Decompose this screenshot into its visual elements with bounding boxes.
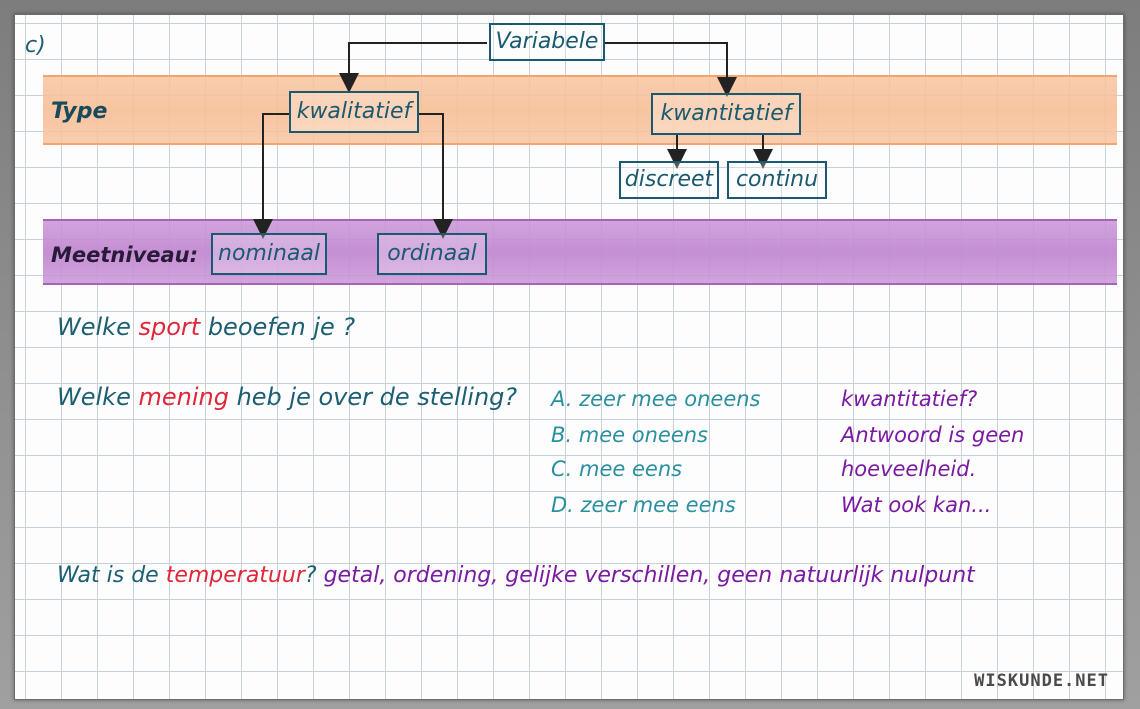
option-b: B. mee oneens (551, 423, 708, 447)
arrow-kwalitatief-ordinaal (419, 113, 453, 239)
note-line-4: Wat ook kan... (841, 493, 992, 517)
grid-paper: c) Variabele Type kwalitatief kwantitati… (14, 14, 1124, 700)
option-a: A. zeer mee oneens (551, 387, 761, 411)
node-variabele: Variabele (489, 23, 605, 61)
node-kwalitatief: kwalitatief (289, 91, 419, 133)
type-band (43, 75, 1117, 145)
node-continu: continu (727, 161, 827, 199)
node-discreet: discreet (619, 161, 719, 199)
q1-pre: Welke (57, 313, 131, 341)
q3-pre: Wat is de (57, 563, 159, 588)
question-mening: Welke mening heb je over de stelling? (57, 383, 517, 411)
arrow-kwalitatief-nominaal (253, 113, 289, 239)
question-temperatuur: Wat is de temperatuur? getal, ordening, … (57, 563, 975, 588)
q3-answer: getal, ordening, gelijke verschillen, ge… (323, 563, 975, 588)
arrow-root-kwalitatief (339, 42, 487, 93)
option-c: C. mee eens (551, 457, 683, 481)
note-line-2: Antwoord is geen (841, 423, 1025, 447)
meetniveau-label: Meetniveau: (51, 243, 199, 267)
q2-post: heb je over de stelling? (236, 383, 518, 411)
note-line-3: hoeveelheid. (841, 457, 977, 481)
option-d: D. zeer mee eens (551, 493, 736, 517)
node-nominaal: nominaal (211, 233, 327, 275)
q3-post: ? (304, 563, 317, 588)
diagram-arrows (253, 42, 773, 239)
note-line-1: kwantitatief? (841, 387, 978, 411)
question-sport: Welke sport beoefen je ? (57, 313, 355, 341)
section-label: c) (25, 33, 46, 58)
q1-key: sport (138, 313, 201, 341)
q2-key: mening (138, 383, 229, 411)
node-ordinaal: ordinaal (377, 233, 487, 275)
wiskunde-logo: WISKUNDE.NET (974, 671, 1109, 691)
arrow-root-kwantitatief (605, 42, 737, 97)
q1-post: beoefen je ? (207, 313, 356, 341)
node-kwantitatief: kwantitatief (651, 93, 801, 135)
q3-key: temperatuur (165, 563, 305, 588)
q2-pre: Welke (57, 383, 131, 411)
type-label: Type (51, 99, 108, 124)
